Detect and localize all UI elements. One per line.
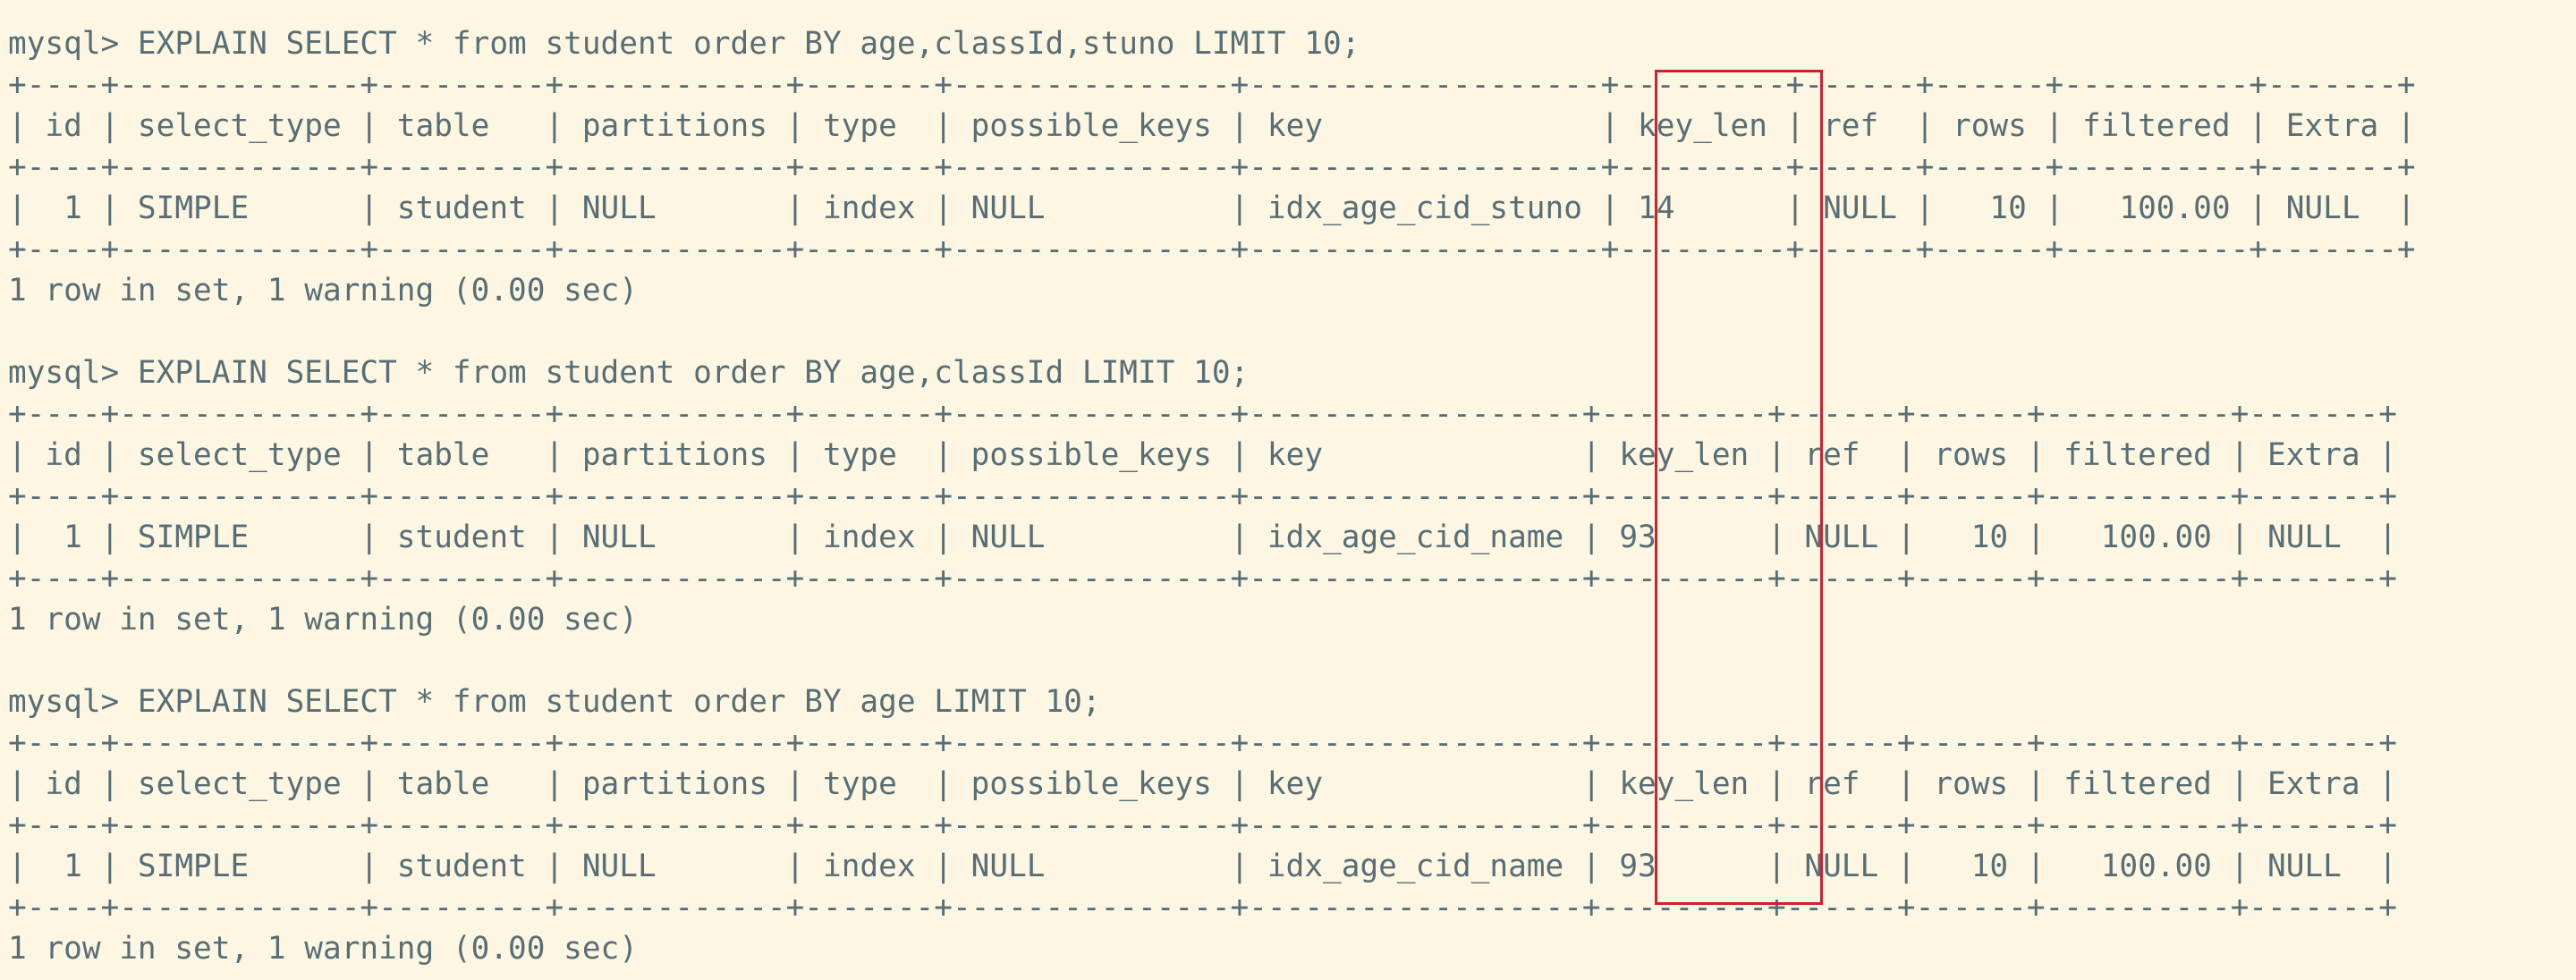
result-summary: 1 row in set, 1 warning (0.00 sec) — [8, 602, 638, 638]
table-row: | 1 | SIMPLE | student | NULL | index | … — [8, 190, 2416, 226]
table-border: +----+-------------+---------+----------… — [8, 478, 2397, 514]
table-header-row: | id | select_type | table | partitions … — [8, 437, 2397, 473]
table-border: +----+-------------+---------+----------… — [8, 725, 2397, 761]
table-border: +----+-------------+---------+----------… — [8, 232, 2416, 267]
result-summary: 1 row in set, 1 warning (0.00 sec) — [8, 273, 638, 308]
table-row: | 1 | SIMPLE | student | NULL | index | … — [8, 849, 2397, 884]
table-border: +----+-------------+---------+----------… — [8, 561, 2397, 596]
table-border: +----+-------------+---------+----------… — [8, 396, 2397, 432]
table-border: +----+-------------+---------+----------… — [8, 807, 2397, 843]
table-border: +----+-------------+---------+----------… — [8, 67, 2416, 103]
table-header-row: | id | select_type | table | partitions … — [8, 766, 2397, 802]
table-border: +----+-------------+---------+----------… — [8, 149, 2416, 185]
command-prompt: mysql> EXPLAIN SELECT * from student ord… — [8, 355, 1250, 391]
command-prompt: mysql> EXPLAIN SELECT * from student ord… — [8, 684, 1101, 720]
result-summary: 1 row in set, 1 warning (0.00 sec) — [8, 931, 638, 967]
table-header-row: | id | select_type | table | partitions … — [8, 108, 2416, 144]
command-prompt: mysql> EXPLAIN SELECT * from student ord… — [8, 26, 1360, 62]
table-border: +----+-------------+---------+----------… — [8, 890, 2397, 925]
table-row: | 1 | SIMPLE | student | NULL | index | … — [8, 520, 2397, 555]
